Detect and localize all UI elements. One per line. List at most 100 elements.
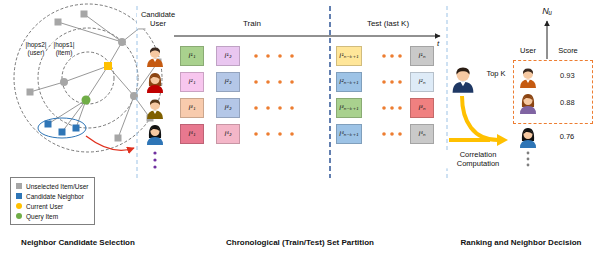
query-item [82, 96, 91, 105]
legend-row: Unselected Item/User [16, 181, 89, 191]
legend-text: Candidate Neighbor [26, 193, 84, 200]
user-icon [147, 48, 163, 68]
item-label: I²₂ [224, 79, 231, 86]
item-cell: I¹ₙ₋ₖ₊₁ [336, 46, 362, 66]
legend-text: Current User [26, 203, 63, 210]
graph-edge [64, 66, 108, 82]
item-label: I⁴₁ [188, 131, 195, 138]
item-cell: I⁴ₙ [410, 124, 434, 144]
output-label: Nᵤ [541, 6, 553, 16]
column-header: User [519, 47, 537, 56]
legend-row: Query Item [16, 211, 89, 221]
query-user-icon [453, 67, 474, 92]
candidate-neighbor [45, 121, 80, 136]
candidate-neighbor [59, 129, 66, 136]
unselected-user [27, 11, 162, 142]
score-value: 0.88 [560, 98, 592, 108]
user-icon [147, 73, 163, 93]
legend-row: Candidate Neighbor [16, 191, 89, 201]
legend-swatch [16, 203, 22, 209]
legend-text: Query Item [26, 213, 58, 220]
hop-rings [62, 52, 114, 104]
graph-edge [48, 100, 86, 124]
item-label: I²ₙ [418, 79, 425, 86]
vertical-ellipsis [153, 151, 156, 154]
column-header: Score [557, 47, 579, 56]
panel-caption: Neighbor Candidate Selection [20, 238, 136, 247]
hop-type: (user) [27, 49, 46, 56]
item-label: I³₁ [188, 105, 195, 112]
item-cell: I²ₙ₋ₖ₊₁ [336, 72, 362, 92]
item-label: I⁴ₙ₋ₖ₊₁ [339, 131, 358, 138]
graph-edge [30, 82, 64, 92]
ellipsis-dots [382, 80, 402, 84]
current-user [104, 62, 112, 70]
ellipsis-dots [254, 54, 294, 58]
item-cell: I³ₙ₋ₖ₊₁ [336, 98, 362, 118]
item-cell: I¹₁ [180, 46, 204, 66]
graph-edge [62, 100, 86, 132]
score-value: 0.93 [560, 71, 592, 81]
graph-edge [58, 22, 122, 42]
user-icon [520, 94, 536, 114]
top-k-box: 0.93 0.88 [513, 60, 593, 124]
unselected-user [115, 135, 122, 142]
item-cell: I¹₂ [216, 46, 240, 66]
correlation-arrow [449, 96, 508, 146]
axis-label: t [436, 39, 440, 48]
graph-edge [86, 66, 108, 100]
unselected-item [60, 78, 68, 86]
user-icon [147, 100, 163, 120]
item-cell: I⁴₂ [216, 124, 240, 144]
item-cell: I²ₙ [410, 72, 434, 92]
panel-caption: Chronological (Train/Test) Set Partition [225, 238, 375, 247]
item-label: I¹ₙ₋ₖ₊₁ [339, 53, 358, 60]
item-cell: I⁴₁ [180, 124, 204, 144]
item-label: I²ₙ₋ₖ₊₁ [339, 79, 358, 86]
step-label: Top K [485, 70, 506, 79]
legend-swatch [16, 193, 22, 199]
panel-divider [137, 6, 447, 178]
item-cell: I¹ₙ [410, 46, 434, 66]
item-label: I¹₂ [224, 53, 231, 60]
item-cell: I⁴ₙ₋ₖ₊₁ [336, 124, 362, 144]
selection-arrow [86, 136, 134, 150]
user-icon [147, 125, 163, 145]
ellipsis-dots [382, 132, 402, 136]
item-cell: I²₂ [216, 72, 240, 92]
user-icon [520, 69, 536, 89]
legend-swatch [16, 213, 22, 219]
vertical-ellipsis [153, 151, 156, 168]
item-label: I¹ₙ [418, 53, 425, 60]
vertical-ellipsis [153, 165, 156, 168]
item-label: I¹₁ [188, 53, 195, 60]
candidate-neighbor [73, 125, 80, 132]
graph-edge [108, 66, 134, 96]
score-value: 0.76 [559, 133, 576, 142]
correlation-arrow [497, 134, 508, 146]
vertical-ellipsis [527, 152, 530, 155]
legend-box: Unselected Item/UserCandidate NeighborCu… [10, 177, 95, 225]
hop-rings [38, 28, 138, 128]
correlation-arrow [462, 96, 498, 140]
item-cell: I³₁ [180, 98, 204, 118]
user-icon [520, 128, 536, 148]
candidate-neighbor [45, 121, 52, 128]
vertical-ellipsis [527, 158, 530, 161]
ellipsis-dots [254, 80, 294, 84]
item-label: I⁴₂ [224, 131, 231, 138]
output-arrow [547, 21, 548, 59]
unselected-user [81, 11, 88, 18]
unselected-item [118, 38, 126, 46]
candidate-ellipse [38, 118, 86, 138]
unselected-user [27, 89, 34, 96]
legend-swatch [16, 183, 22, 189]
ellipsis-dots [254, 132, 294, 136]
panel-divider [329, 6, 331, 178]
period-label: Test (last K) [366, 19, 410, 28]
item-cell: I²₁ [180, 72, 204, 92]
graph-edge [84, 14, 122, 42]
legend-text: Unselected Item/User [26, 183, 89, 190]
item-label: I³ₙ [418, 105, 425, 112]
